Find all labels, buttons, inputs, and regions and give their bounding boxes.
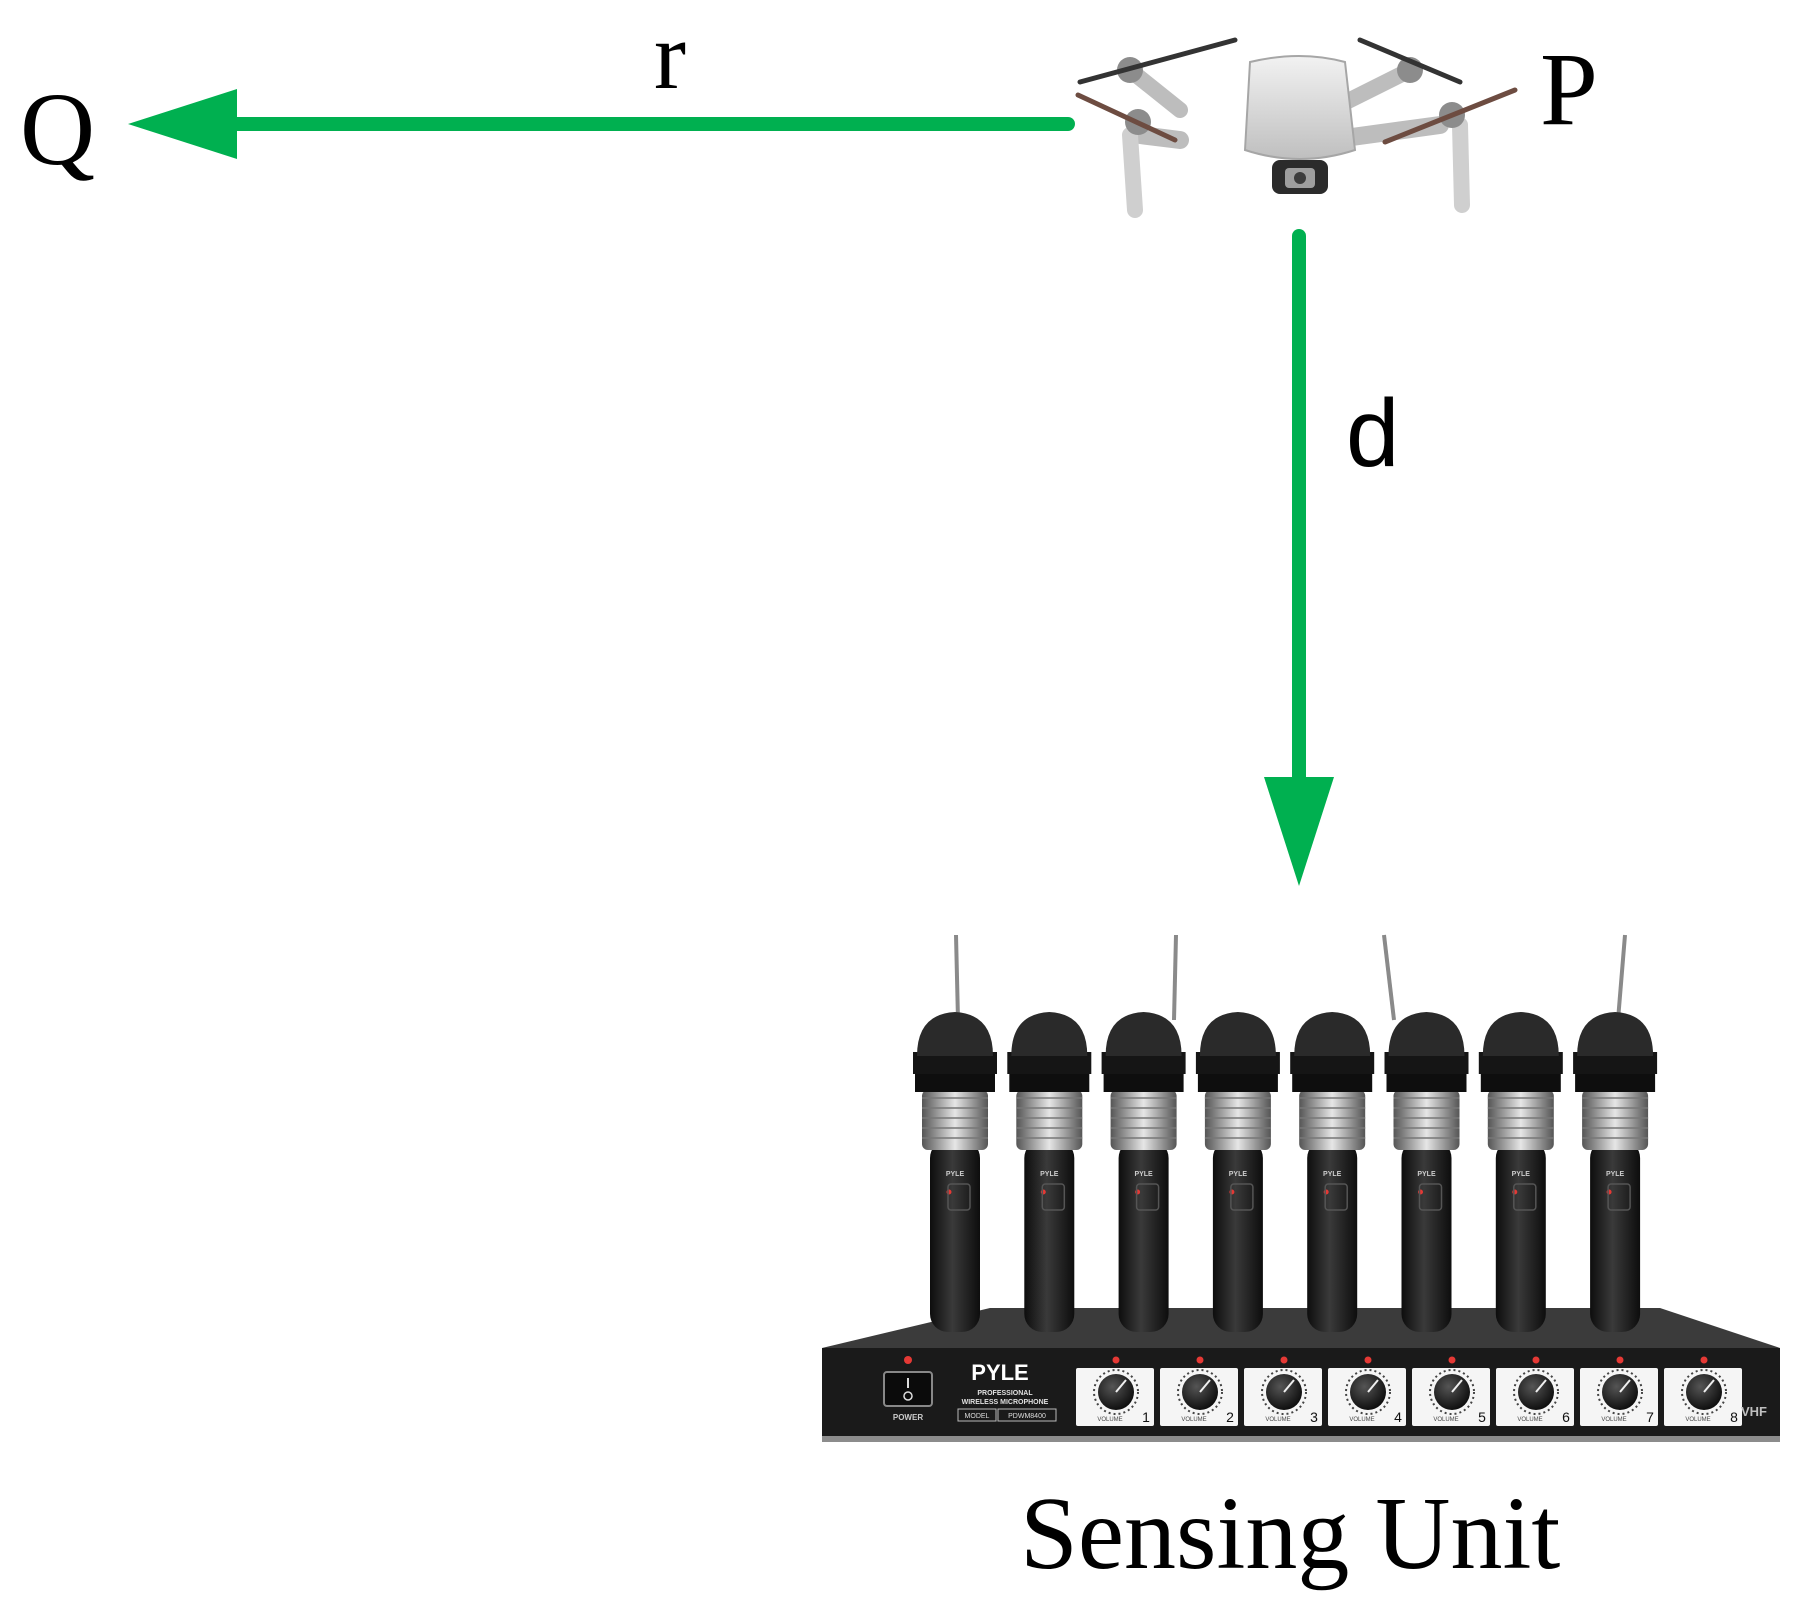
label-sensing-unit: Sensing Unit <box>1020 1476 1560 1591</box>
channel-module: VOLUME 7 <box>1580 1356 1658 1426</box>
channel-module: VOLUME 3 <box>1244 1356 1322 1426</box>
antenna <box>1616 934 1627 1021</box>
microphone-icon: PYLE <box>1101 1012 1186 1332</box>
power-label: POWER <box>893 1413 923 1422</box>
channel-volume-label: VOLUME <box>1517 1417 1542 1423</box>
mic-brand-label: PYLE <box>1134 1171 1153 1178</box>
channel-module: VOLUME 6 <box>1496 1356 1574 1426</box>
receiver-subtitle-1: PROFESSIONAL <box>977 1390 1033 1397</box>
microphone-icon: PYLE <box>1478 1012 1563 1332</box>
arrow-d-head <box>1264 777 1334 886</box>
label-q: Q <box>20 72 95 187</box>
microphone-icon: PYLE <box>1195 1012 1280 1332</box>
microphone-icon: PYLE <box>913 1012 997 1332</box>
channel-module: VOLUME 8 <box>1664 1356 1742 1426</box>
channel-module: VOLUME 4 <box>1328 1356 1406 1426</box>
channel-number: 1 <box>1142 1409 1150 1425</box>
model-number: PDWM8400 <box>1008 1413 1046 1420</box>
channel-number: 6 <box>1562 1409 1570 1425</box>
microphone-icon: PYLE <box>1573 1012 1658 1332</box>
label-p: P <box>1540 32 1598 147</box>
antenna <box>1172 934 1178 1021</box>
arrow-d <box>1264 229 1334 886</box>
mic-brand-label: PYLE <box>946 1171 965 1178</box>
label-r: r <box>654 2 686 109</box>
band-label: VHF <box>1741 1404 1767 1419</box>
mic-brand-label: PYLE <box>1323 1171 1342 1178</box>
channel-number: 2 <box>1226 1409 1234 1425</box>
model-label: MODEL <box>965 1413 990 1420</box>
channel-volume-label: VOLUME <box>1685 1417 1710 1423</box>
channel-volume-label: VOLUME <box>1601 1417 1626 1423</box>
receiver-subtitle-2: WIRELESS MICROPHONE <box>962 1399 1049 1406</box>
microphone-icon: PYLE <box>1007 1012 1092 1332</box>
channel-volume-label: VOLUME <box>1349 1417 1374 1423</box>
mic-brand-label: PYLE <box>1417 1171 1436 1178</box>
channel-module: VOLUME 5 <box>1412 1356 1490 1426</box>
mic-brand-label: PYLE <box>1606 1171 1625 1178</box>
arrow-r-head <box>128 89 237 159</box>
channel-number: 4 <box>1394 1409 1402 1425</box>
receiver-brand: PYLE <box>971 1360 1028 1385</box>
channel-volume-label: VOLUME <box>1097 1417 1122 1423</box>
channel-volume-label: VOLUME <box>1181 1417 1206 1423</box>
antenna <box>1382 934 1396 1021</box>
mic-brand-label: PYLE <box>1040 1171 1059 1178</box>
channel-volume-label: VOLUME <box>1433 1417 1458 1423</box>
drone-icon <box>1075 37 1518 218</box>
mic-brand-label: PYLE <box>1512 1171 1531 1178</box>
channel-module: VOLUME 2 <box>1160 1356 1238 1426</box>
microphone-group: PYLE PYLE PYLE PYLE PYLE PYLE PYLE PYLE <box>913 1012 1658 1332</box>
arrow-r <box>128 89 1075 159</box>
antenna <box>954 934 960 1021</box>
label-d: d <box>1346 380 1399 487</box>
mic-brand-label: PYLE <box>1229 1171 1248 1178</box>
channel-number: 3 <box>1310 1409 1318 1425</box>
channel-number: 8 <box>1730 1409 1738 1425</box>
channel-volume-label: VOLUME <box>1265 1417 1290 1423</box>
power-switch <box>883 1371 933 1407</box>
wireless-receiver-icon: PYLE PYLE PYLE PYLE PYLE PYLE PYLE PYLE POWER P… <box>822 934 1780 1442</box>
microphone-icon: PYLE <box>1384 1012 1469 1332</box>
channel-number: 5 <box>1478 1409 1486 1425</box>
channel-module: VOLUME 1 <box>1076 1356 1154 1426</box>
microphone-icon: PYLE <box>1290 1012 1375 1332</box>
channel-number: 7 <box>1646 1409 1654 1425</box>
